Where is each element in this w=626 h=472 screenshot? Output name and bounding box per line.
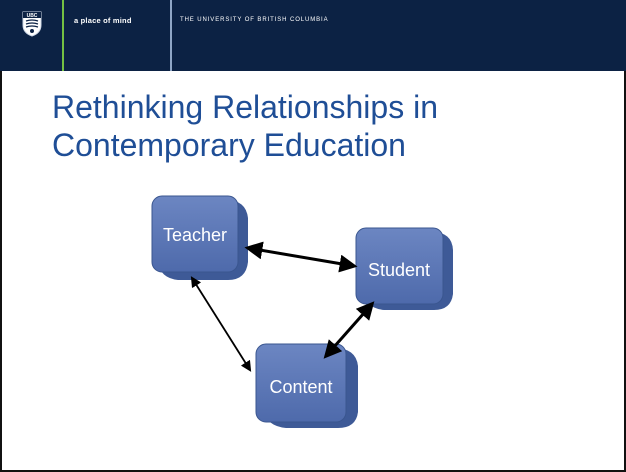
ubc-crest-logo: UBC (22, 11, 42, 37)
student-node: Student (355, 227, 453, 310)
header-divider (170, 0, 172, 71)
student-label: Student (368, 260, 430, 280)
student-content-arrow (323, 301, 375, 359)
teacher-student-arrow (244, 241, 358, 273)
content-node: Content (255, 343, 358, 428)
logo-area: UBC (0, 0, 62, 60)
university-name: THE UNIVERSITY OF BRITISH COLUMBIA (180, 17, 329, 23)
green-accent-line (62, 0, 64, 71)
header-tagline: a place of mind (74, 16, 132, 25)
teacher-content-arrow (190, 276, 252, 372)
title-line-1: Rethinking Relationships in (52, 89, 438, 125)
title-line-2: Contemporary Education (52, 127, 406, 163)
slide-title: Rethinking Relationships in Contemporary… (52, 88, 592, 164)
svg-text:UBC: UBC (27, 13, 38, 19)
teacher-node: Teacher (151, 195, 248, 280)
ubc-header-bar: UBC a place of mind THE UNIVERSITY OF BR… (0, 0, 626, 71)
teacher-label: Teacher (163, 225, 227, 245)
content-label: Content (269, 377, 332, 397)
